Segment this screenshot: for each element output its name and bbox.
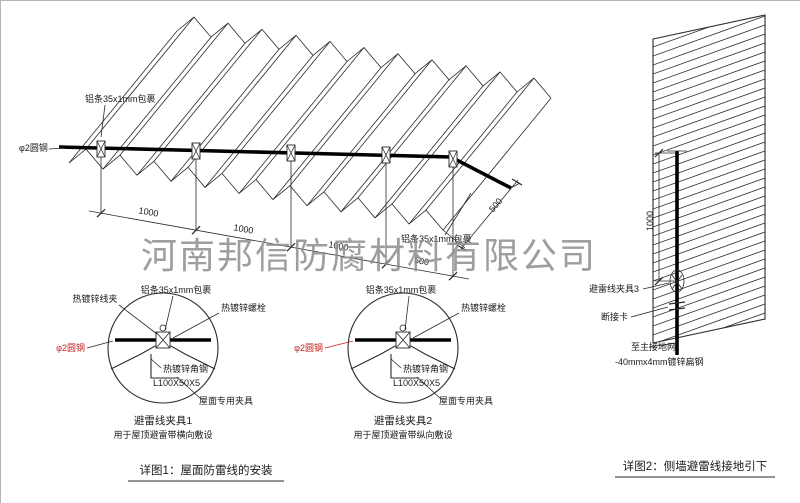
disconnect-card-mark	[668, 301, 686, 305]
d1-clamp-label: 热镀锌线夹	[72, 293, 117, 304]
roof-labels: 铝条35x1mm包裹 φ2圆钢 铝条35x1mm包裹	[19, 93, 472, 244]
d1-angle-label: 热镀锌角钢	[163, 363, 208, 374]
side-wall-view: 1000 避雷线夹具3 断接卡 至主接地网 -40mmx4mm镀锌扁钢	[589, 14, 766, 367]
detail-circle-2: 铝条35x1mm包裹 热镀锌螺栓 φ2圆钢 热镀锌角钢 L100X50X5 屋面…	[294, 284, 506, 440]
d1-bolt-label: 热镀锌螺栓	[221, 302, 266, 313]
company-watermark: 河南邦信防腐材料有限公司	[141, 236, 597, 277]
d2-bolt-label: 热镀锌螺栓	[461, 302, 506, 313]
roof-strip-label-left: 铝条35x1mm包裹	[85, 93, 156, 104]
dim-span-2: 1000	[233, 222, 254, 235]
wall-disconnect-label: 断接卡	[601, 311, 628, 322]
wall-corrugation-hatch	[653, 15, 765, 343]
d1-rod-label: φ2圆钢	[56, 342, 85, 353]
d2-angle-spec: L100X50X5	[393, 378, 440, 388]
captions: 详图1：屋面防雷线的安装 详图2：侧墙避雷线接地引下	[128, 459, 775, 482]
d1-angle-spec: L100X50X5	[153, 378, 200, 388]
roof-dimensions: 1000 1000 1000 500 500	[88, 178, 523, 280]
dim-right-edge: 500	[487, 196, 504, 214]
caption-detail-1: 详图1：屋面防雷线的安装	[140, 463, 273, 477]
dim-span-4: 500	[413, 255, 430, 267]
detail-circle-1: 热镀锌线夹 铝条35x1mm包裹 热镀锌螺栓 φ2圆钢 热镀锌角钢 L100X5…	[56, 284, 266, 440]
roof-strip-label-right: 铝条35x1mm包裹	[401, 233, 472, 244]
corrugated-wall	[652, 14, 766, 344]
roof-rod-label: φ2圆钢	[19, 142, 48, 153]
d2-rod-label: φ2圆钢	[294, 342, 323, 353]
corrugated-roof-sheet	[68, 16, 552, 231]
d1-title: 避雷线夹具1	[134, 414, 192, 427]
d2-strip-label: 铝条35x1mm包裹	[366, 284, 437, 295]
d1-fixture-label: 屋面专用夹具	[199, 395, 253, 406]
wall-ground-label-2: -40mmx4mm镀锌扁钢	[615, 356, 704, 367]
d2-angle-label: 热镀锌角钢	[403, 363, 448, 374]
wall-ground-label-1: 至主接地网	[631, 341, 676, 352]
d1-strip-label: 铝条35x1mm包裹	[141, 284, 212, 295]
dim-span-1: 1000	[138, 205, 159, 218]
d1-subtitle: 用于屋顶避雷带横向敷设	[113, 429, 212, 440]
d2-fixture-label: 屋面专用夹具	[439, 395, 493, 406]
d2-subtitle: 用于屋顶避雷带纵向敷设	[353, 429, 452, 440]
dim-span-3: 1000	[328, 239, 349, 252]
d2-title: 避雷线夹具2	[374, 414, 432, 427]
wire-clamps	[96, 140, 458, 281]
caption-detail-2: 详图2：侧墙避雷线接地引下	[623, 459, 767, 473]
roof-isometric-view: 1000 1000 1000 500 500 铝条35x1mm包裹 φ2圆钢 铝…	[19, 16, 552, 281]
wall-dim: 1000	[645, 211, 655, 231]
wall-clamp3-label: 避雷线夹具3	[589, 283, 639, 294]
